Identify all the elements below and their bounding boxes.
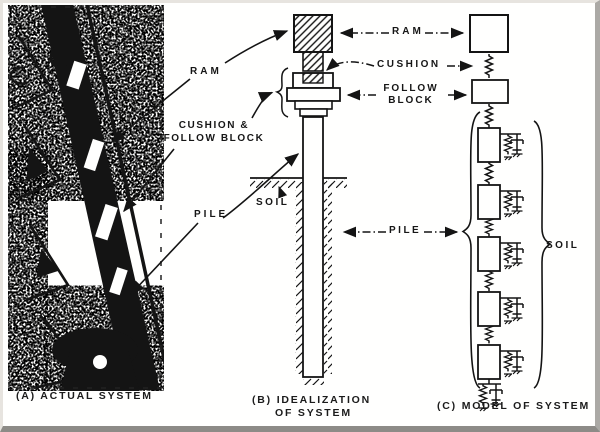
sheave-circle	[49, 44, 75, 70]
ground-hatch-right	[326, 179, 347, 188]
ram-stem	[302, 51, 324, 72]
label-pile-a: PILE	[194, 209, 229, 220]
pile-segment-1	[477, 127, 523, 163]
label-ram-a: RAM	[190, 66, 222, 77]
follow-block	[286, 87, 341, 102]
soil-hatch-pile-tip	[303, 377, 324, 385]
caption-panel-b-line1: (B) IDEALIZATION	[252, 394, 372, 406]
label-ram-link: RAM	[392, 26, 424, 37]
cushion-follow-brace	[274, 67, 289, 118]
arrow-cushion-follow-to-photo	[123, 148, 175, 213]
arrow-cushion-follow-to-brace	[251, 91, 274, 119]
label-follow-line2: BLOCK	[388, 95, 434, 106]
adapter-step-1	[294, 100, 333, 110]
arrow-ram-to-photo	[110, 78, 191, 143]
label-pile-link: PILE	[389, 225, 422, 236]
pile-segment-4	[477, 291, 523, 327]
soil-hatch-pile-right	[324, 182, 332, 374]
label-cushion-follow-line2: FOLLOW BLOCK	[163, 133, 265, 144]
tip-spring-damper	[478, 379, 503, 412]
arrow-soil-to-groundline	[278, 185, 288, 199]
soil-hatch-pile-left	[295, 182, 303, 374]
arrow-pile-to-photo	[130, 222, 199, 296]
ram-mass-box	[469, 14, 509, 53]
label-soil-c: SOIL	[546, 240, 580, 251]
photo-arc-detail	[9, 66, 28, 85]
linking-arrows	[326, 27, 474, 238]
pile-group-brace	[461, 111, 481, 389]
label-cushion-link: CUSHION	[377, 59, 441, 70]
pile-segment-3	[477, 236, 523, 272]
ram-block	[293, 14, 333, 53]
label-follow-line1: FOLLOW	[383, 83, 439, 94]
caption-panel-a: (A) ACTUAL SYSTEM	[16, 390, 153, 402]
pile-segment-2	[477, 184, 523, 220]
label-cushion-follow-a: CUSHION & FOLLOW BLOCK	[158, 119, 270, 145]
label-follow-block-link: FOLLOW BLOCK	[376, 83, 446, 107]
follow-block-mass-box	[471, 79, 509, 104]
label-soil-b: SOIL	[256, 197, 290, 208]
soil-group-brace	[533, 120, 552, 389]
arrow-cushion-left	[326, 57, 375, 71]
pile-bar	[302, 116, 324, 378]
photo-grain-left	[8, 170, 44, 385]
caption-panel-b-line2: OF SYSTEM	[275, 407, 352, 419]
label-cushion-follow-line1: CUSHION &	[178, 120, 250, 131]
adapter-step-2	[299, 108, 328, 117]
photo-panel	[8, 5, 164, 391]
hammer-blob	[52, 328, 140, 391]
idealization-drawing	[250, 14, 347, 385]
model-drawing	[461, 14, 552, 412]
caption-panel-c: (C) MODEL OF SYSTEM	[437, 400, 591, 412]
arrow-ram-to-idealization	[224, 30, 289, 64]
ground-hatch-left	[250, 179, 296, 188]
cushion-pad	[302, 72, 324, 84]
